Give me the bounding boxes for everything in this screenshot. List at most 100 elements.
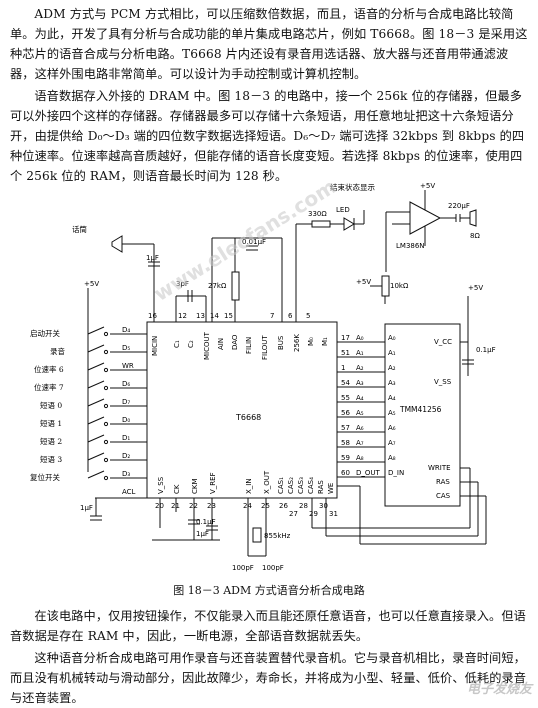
addr-right-a3: A₃ [388, 379, 396, 387]
pin-d4: D₄ [122, 326, 130, 334]
led-label: LED [336, 206, 350, 214]
pin-ras: RAS [317, 480, 325, 494]
addr-number-7: 58 [341, 439, 350, 447]
pin-xout: X_OUT [263, 470, 271, 494]
ram-pin-write: WRITE [428, 464, 451, 472]
pin-cas1: CAS₁ [277, 477, 285, 494]
led-circuit [295, 210, 365, 322]
pin-acl: ACL [122, 488, 136, 496]
pin-ain: AIN [217, 338, 225, 350]
comp-value-12: 100pF [232, 564, 254, 572]
addr-number-9: 60 [341, 469, 350, 477]
pin-number-16: 16 [148, 312, 157, 320]
addr-number-2: 1 [341, 364, 345, 372]
chip-t6668-label: T6668 [235, 413, 261, 422]
pin-number-23: 23 [207, 502, 216, 510]
comp-value-11: 855kHz [264, 532, 291, 540]
pin-number-20: 20 [155, 502, 164, 510]
pin-m1: M₁ [321, 337, 329, 346]
pin-number-27: 27 [289, 510, 298, 518]
addr-number-8: 59 [341, 454, 350, 462]
pin-d7: D₇ [122, 398, 130, 406]
addr-left-a7: A₇ [356, 439, 364, 447]
switch-label-3: 位速率 7 [34, 382, 64, 392]
pin-number-31: 31 [329, 510, 338, 518]
chip-t6668-body [146, 321, 338, 499]
addr-right-din: D_IN [388, 469, 404, 477]
addr-left-a8: A₈ [356, 454, 364, 462]
ram-pin-vss: V_SS [434, 378, 452, 386]
audio-amplifier [370, 190, 477, 304]
amp-label: LM386N [396, 242, 425, 250]
addr-left-dout: D_OUT [356, 469, 381, 477]
pin-number-13: 13 [196, 312, 205, 320]
pin-number-28: 28 [299, 502, 308, 510]
addr-right-a5: A₅ [388, 409, 396, 417]
switch-label-2: 位速率 6 [34, 364, 64, 374]
pin-number-21: 21 [171, 502, 180, 510]
pin-cas4: CAS₄ [307, 477, 315, 494]
addr-left-a3: A₃ [356, 379, 364, 387]
pin-d0: D₀ [122, 416, 130, 424]
microphone-label: 话筒 [72, 224, 87, 234]
supply-label-1: +5V [84, 280, 99, 288]
pin-dao: DAO [231, 334, 239, 350]
addr-number-1: 51 [341, 349, 350, 357]
pin-d6: D₆ [122, 380, 130, 388]
addr-number-4: 55 [341, 394, 350, 402]
comp-value-10: 1μF [196, 530, 209, 538]
pin-wr: WR [122, 362, 134, 370]
addr-right-a1: A₁ [388, 349, 396, 357]
figure-caption: 图 18－3 ADM 方式语音分析合成电路 [173, 584, 365, 597]
circuit-schematic: T6668 TMM41256 话筒 结束状态显示 LED LM386N 8Ω +… [30, 182, 496, 572]
switch-bus [87, 288, 147, 499]
bottom-components [90, 498, 267, 557]
comp-value-5: 10kΩ [390, 282, 409, 290]
pin-number-24: 24 [243, 502, 252, 510]
addr-number-0: 17 [341, 334, 350, 342]
led-status-text: 结束状态显示 [330, 182, 375, 192]
ram-pin-cas: CAS [436, 492, 451, 500]
pin-c2: C₂ [187, 340, 195, 348]
addr-left-a4: A₄ [356, 394, 364, 402]
switch-label-4: 短语 0 [40, 400, 62, 410]
addr-right-a2: A₂ [388, 364, 396, 372]
addr-number-6: 57 [341, 424, 350, 432]
pin-number-22: 22 [189, 502, 198, 510]
pin-micin: MICIN [151, 336, 159, 356]
paragraph-2: 语音数据存入外接的 DRAM 中。图 18－3 的电路中，接一个 256k 位的… [10, 89, 525, 183]
addr-left-a5: A₅ [356, 409, 364, 417]
ram-pin-vcc: V_CC [434, 338, 452, 346]
switch-label-6: 短语 2 [40, 436, 62, 446]
switch-array [87, 326, 109, 481]
pin-d1: D₁ [122, 434, 130, 442]
comp-value-1: 3pF [176, 280, 189, 288]
supply-label-3: +5V [420, 182, 435, 190]
comp-value-7: 0.1μF [476, 346, 496, 354]
pin-number-26: 26 [279, 502, 288, 510]
ram-pin-ras: RAS [436, 478, 450, 486]
addr-number-3: 54 [341, 379, 350, 387]
pin-m0: M₀ [307, 337, 315, 346]
pin-vref: V_REF [209, 472, 217, 494]
addr-left-a0: A₀ [356, 334, 364, 342]
microphone-input [111, 235, 160, 322]
pin-d3: D₃ [122, 470, 130, 478]
pin-filout: FILOUT [261, 335, 269, 360]
pin-bus: BUS [277, 335, 285, 350]
pin-number-7: 7 [270, 312, 274, 320]
comp-value-6: 220μF [448, 202, 470, 210]
chip-tmm41256-label: TMM41256 [399, 405, 442, 414]
pin-we: WE [327, 483, 335, 494]
addr-left-a1: A₁ [356, 349, 364, 357]
address-bus [337, 341, 385, 478]
comp-value-0: 1μF [146, 254, 159, 262]
pin-number-25: 25 [261, 502, 270, 510]
pin-xin: X_IN [245, 478, 253, 494]
pin-c1: C₁ [173, 340, 181, 348]
pin-d5: D₅ [122, 344, 130, 352]
paragraph-4: 这种语音分析合成电路可用作录音与还音装置替代录音机。它与录音机相比，录音时间短，… [10, 651, 527, 705]
ram-control-lines [311, 296, 487, 545]
pin-cas3: CAS₃ [297, 477, 305, 494]
supply-label-2: +5V [356, 278, 371, 286]
